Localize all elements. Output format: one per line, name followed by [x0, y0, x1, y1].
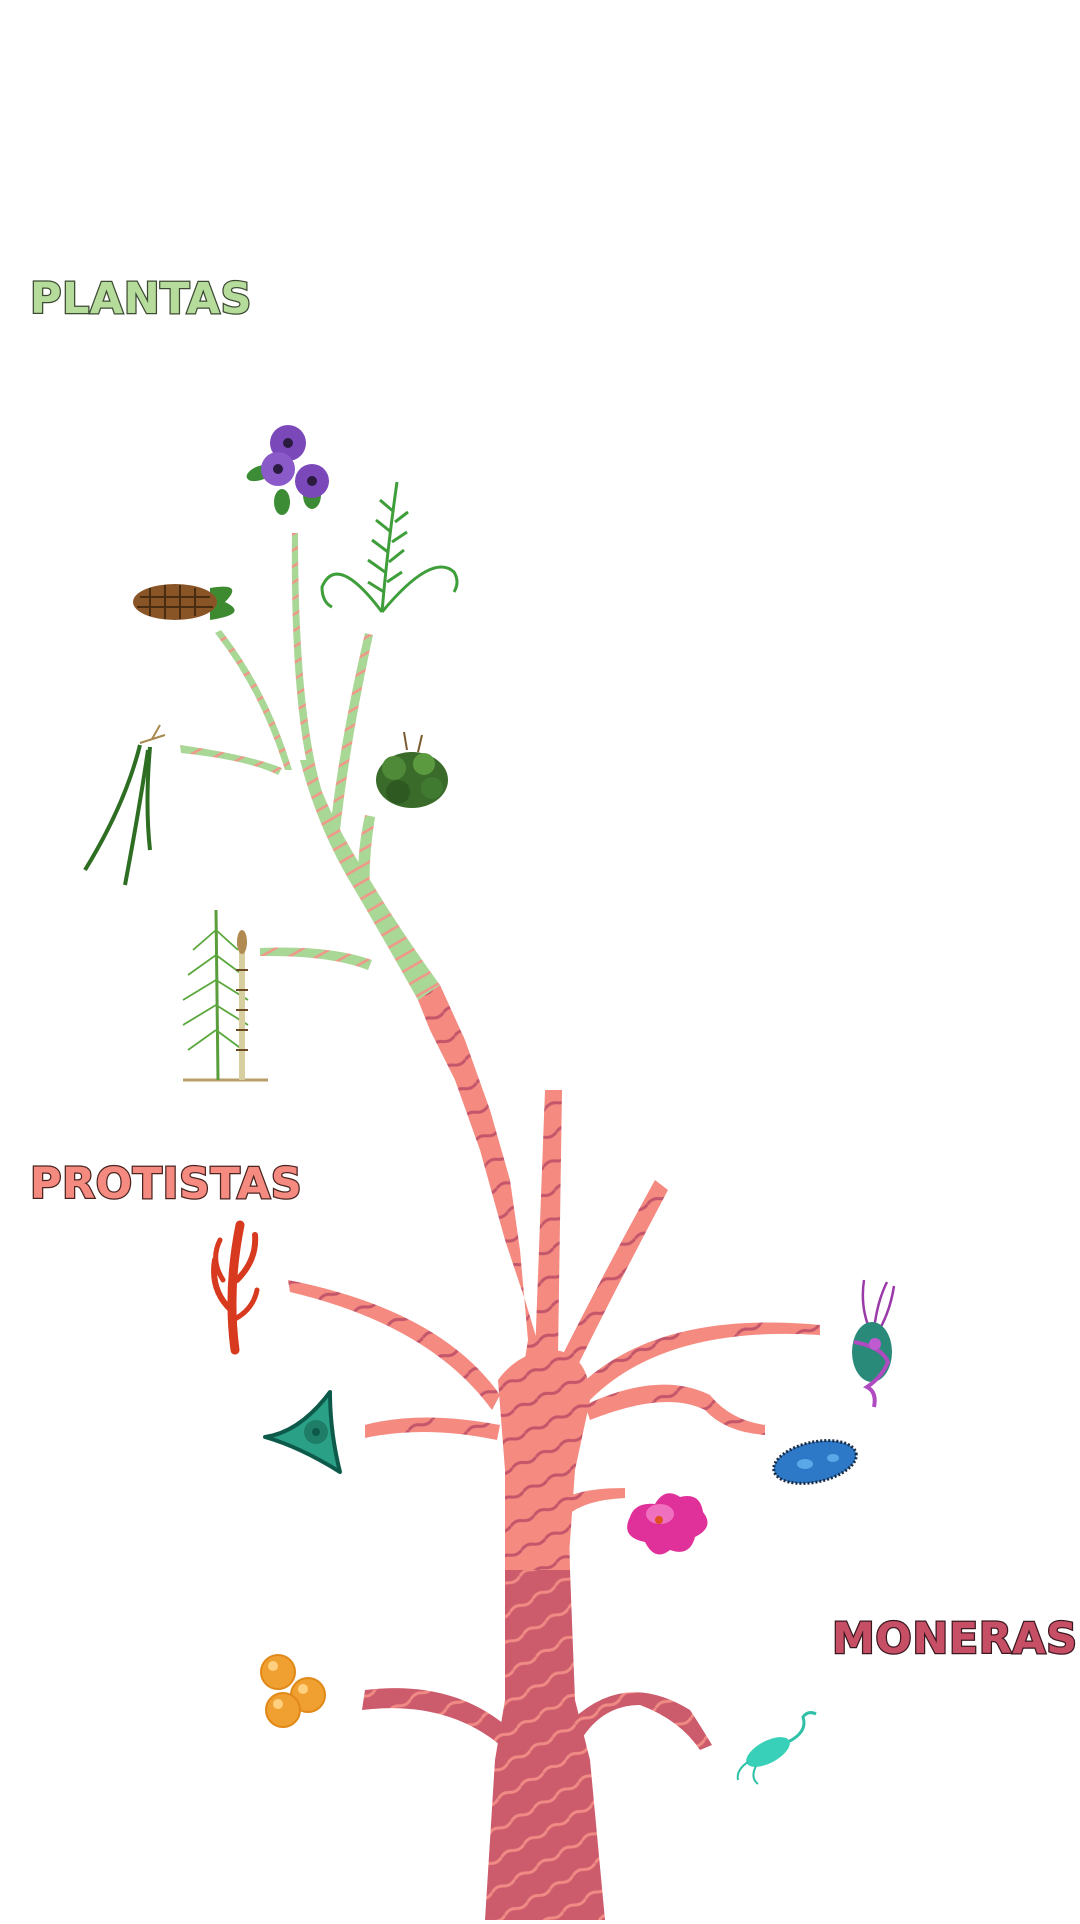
- protist-trunk: [288, 985, 820, 1570]
- kingdom-label-moneras: MONERAS: [831, 1614, 1079, 1664]
- coccus-bacteria-icon: [260, 1654, 326, 1728]
- fern-icon: [320, 481, 459, 613]
- plant-branch-clubmoss: [180, 745, 282, 775]
- flower-icon: [246, 425, 329, 515]
- protist-branch-euglena: [580, 1322, 820, 1400]
- paramecium-icon: [772, 1439, 858, 1485]
- diatom-icon: [263, 1390, 342, 1474]
- protist-branch-diatom: [365, 1417, 500, 1440]
- protist-branch-amoeba: [562, 1488, 625, 1515]
- plant-branches: [180, 533, 440, 1000]
- plant-branch-horsetail: [260, 947, 372, 970]
- protist-branch-red-algae: [288, 1280, 500, 1410]
- moss-icon: [376, 731, 448, 808]
- bacillus-bacteria-icon: [736, 1711, 817, 1785]
- plant-branch-moss: [358, 815, 375, 895]
- horsetail-icon: [182, 909, 268, 1082]
- protist-branch-up-2: [560, 1180, 668, 1365]
- monera-branch-right: [572, 1692, 712, 1750]
- plant-branch-fern: [330, 633, 373, 830]
- kingdom-label-protistas: PROTISTAS: [29, 1159, 303, 1209]
- pine-cone-icon: [133, 584, 235, 620]
- kingdom-label-plantas: PLANTAS: [29, 274, 253, 324]
- amoeba-icon: [627, 1493, 708, 1555]
- plant-branch-pine: [215, 630, 292, 770]
- monera-trunk: [362, 1570, 712, 1920]
- monera-branch-left: [362, 1688, 505, 1745]
- euglena-icon: [852, 1279, 896, 1408]
- protist-branch-paramecium: [585, 1384, 765, 1435]
- red-algae-icon: [211, 1220, 260, 1355]
- plant-branch-flower: [291, 533, 323, 795]
- protist-branch-up-1: [535, 1090, 562, 1355]
- club-moss-icon: [83, 724, 166, 886]
